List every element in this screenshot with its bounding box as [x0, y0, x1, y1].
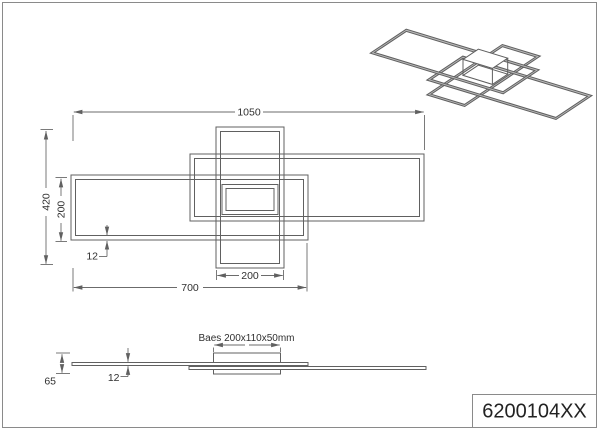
dim-frame-width: 700: [72, 243, 308, 294]
dim-profile-front: 12: [86, 225, 110, 263]
product-code: 6200104XX: [482, 401, 587, 423]
iso-right-frame: [425, 55, 594, 121]
dim-total-width: 1050: [72, 107, 425, 150]
front-canopy: [221, 184, 279, 215]
front-vertical-frame: [215, 126, 285, 269]
title-block: 6200104XX: [472, 394, 597, 428]
dim-canopy-width-label: 200: [241, 270, 259, 282]
dim-frame-height: 200: [55, 177, 68, 242]
front-view: 1050 420 200 12: [40, 107, 425, 294]
dim-canopy-width: 200: [216, 270, 284, 282]
dim-profile-side: 12: [108, 348, 131, 384]
iso-canopy-box: [461, 48, 509, 85]
dim-total-width-label: 1050: [237, 107, 261, 119]
dim-total-height-label: 420: [41, 193, 53, 211]
dim-profile-front-label: 12: [86, 251, 98, 263]
side-upper-bar: [71, 362, 309, 366]
iso-left-frame: [369, 28, 541, 95]
front-right-frame: [189, 153, 425, 222]
base-size-label: Baes 200x110x50mm: [199, 333, 295, 344]
side-view: Baes 200x110x50mm 65 12: [44, 333, 427, 388]
front-left-frame: [70, 174, 309, 241]
side-base-box: [213, 352, 281, 363]
dim-frame-width-label: 700: [181, 282, 199, 294]
side-base-flange: [213, 369, 281, 375]
dim-base: Baes 200x110x50mm: [199, 333, 295, 352]
dim-frame-height-label: 200: [56, 201, 68, 219]
dim-profile-side-label: 12: [108, 372, 120, 384]
side-lower-bar: [188, 366, 427, 370]
isometric-view: [369, 28, 594, 121]
dim-total-height: 420: [40, 129, 53, 265]
dim-side-height: 65: [44, 352, 70, 388]
dim-side-height-label: 65: [44, 376, 56, 388]
